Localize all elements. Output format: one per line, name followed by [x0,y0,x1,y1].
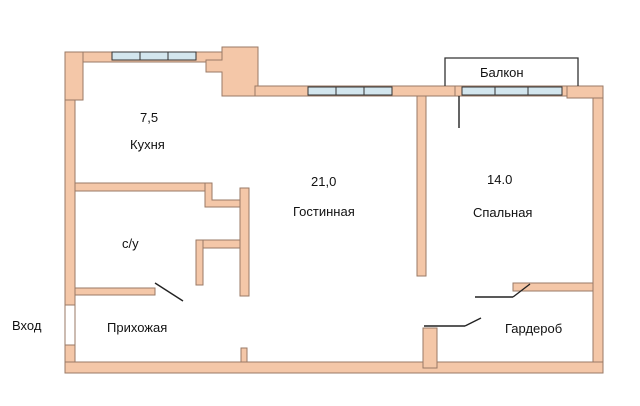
wall-living-bedroom [416,95,427,277]
door-bath [154,282,184,302]
wall-column [205,46,259,97]
wall-right [592,85,604,374]
kitchen-name: Кухня [130,137,165,152]
door-wardrobe-diag [512,283,531,298]
wall-bottom [64,361,604,374]
wall-corner-step [64,51,84,101]
window-bedroom [461,86,563,96]
entrance-label: Вход [12,318,42,333]
door-wardrobe-diag2 [464,317,482,327]
bedroom-area: 14.0 [487,172,513,187]
wardrobe-name: Гардероб [505,321,563,336]
wall-bath-living [239,187,250,297]
entrance-door [64,304,76,346]
balcony-label: Балкон [480,65,524,80]
windows [111,51,563,96]
wall-wardrobe-top [512,282,594,292]
living-name: Гостинная [293,204,355,219]
doors [154,96,531,327]
living-area: 21,0 [311,174,337,189]
wall-kitchen-bath [74,182,208,192]
balcony [444,57,579,86]
wall-bath-inner-v [195,239,204,286]
bedroom-name: Спальная [473,205,533,220]
hallway-name: Прихожая [107,320,168,335]
interior-walls [74,95,594,363]
kitchen-area: 7,5 [140,110,159,125]
wall-wardrobe-block [422,327,438,369]
wall-right-step [566,85,604,99]
window-living [307,86,393,96]
window-kitchen [111,51,197,61]
bathroom-name: с/у [122,236,139,251]
wall-hall-bath [74,287,156,296]
wall-stub-bottom [240,347,248,363]
